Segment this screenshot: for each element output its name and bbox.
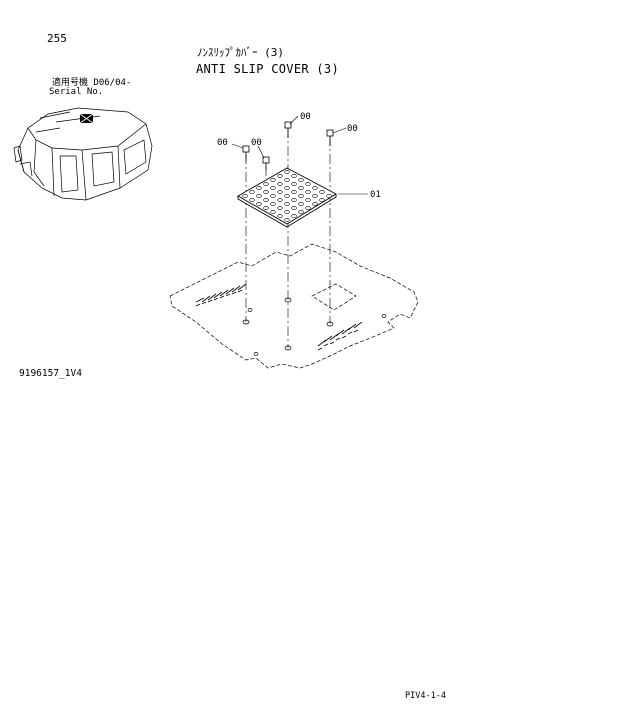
floor-plate xyxy=(169,243,419,369)
plate-hole xyxy=(319,190,325,194)
page-title: ANTI SLIP COVER (3) xyxy=(196,62,339,76)
plate-hole xyxy=(291,198,297,202)
callout-bolt-right: 00 xyxy=(347,124,358,134)
plate-hole xyxy=(298,194,304,198)
plate-hole xyxy=(298,186,304,190)
plate-hole xyxy=(284,202,290,206)
plate-hole xyxy=(291,214,297,218)
plate-hole xyxy=(284,178,290,182)
plate-hole xyxy=(256,186,262,190)
plate-hole xyxy=(319,198,325,202)
plate-hole xyxy=(305,190,311,194)
plate-hole xyxy=(270,210,276,214)
plate-hole xyxy=(291,206,297,210)
plate-hole xyxy=(326,194,332,198)
plate-hole xyxy=(256,194,262,198)
plate-hole xyxy=(312,202,318,206)
floor-slots-left xyxy=(195,283,247,307)
plate-hole xyxy=(270,186,276,190)
serial-label-japanese: 適用号機 D06/04- xyxy=(52,78,132,88)
bolt-right xyxy=(326,129,334,146)
plate-hole xyxy=(284,186,290,190)
plate-hole xyxy=(305,182,311,186)
plate-hole xyxy=(270,202,276,206)
bolt-center-left xyxy=(262,156,270,170)
floor-slots-right xyxy=(317,321,363,351)
page-reference: PIV4-1-4 xyxy=(405,691,446,701)
plate-hole xyxy=(263,182,269,186)
callout-bolt-center-left: 00 xyxy=(251,138,262,148)
plate-hole xyxy=(284,194,290,198)
bolt-top xyxy=(284,121,292,138)
plate-hole xyxy=(291,190,297,194)
plate-hole xyxy=(291,174,297,178)
plate-hole xyxy=(298,210,304,214)
title-japanese: ﾉﾝｽﾘｯﾌﾟｶﾊﾞｰ (3) xyxy=(197,46,284,59)
plate-hole xyxy=(298,202,304,206)
plate-hole xyxy=(277,206,283,210)
drawing-number: 9196157_1V4 xyxy=(19,368,82,379)
machine-thumbnail xyxy=(13,107,153,201)
plate-hole xyxy=(277,182,283,186)
plate-hole xyxy=(312,194,318,198)
callout-bolt-top: 00 xyxy=(300,112,311,122)
floor-mount-holes xyxy=(242,297,387,356)
plate-hole-pattern xyxy=(242,170,332,222)
plate-hole xyxy=(291,182,297,186)
serial-label: Serial No. xyxy=(49,87,104,97)
callout-bolt-left: 00 xyxy=(217,138,228,148)
plate-hole xyxy=(270,178,276,182)
plate-hole xyxy=(284,170,290,174)
plate-hole xyxy=(249,190,255,194)
callout-leaders xyxy=(231,115,368,195)
bolt-left xyxy=(242,145,250,162)
plate-hole xyxy=(312,186,318,190)
plate-hole xyxy=(298,178,304,182)
anti-slip-plate xyxy=(237,167,337,228)
plate-hole xyxy=(305,206,311,210)
plate-hole xyxy=(284,210,290,214)
plate-hole xyxy=(242,194,248,198)
plate-hole xyxy=(277,174,283,178)
plate-hole xyxy=(277,190,283,194)
plate-hole xyxy=(249,198,255,202)
callout-plate: 01 xyxy=(370,190,381,200)
plate-hole xyxy=(305,198,311,202)
plate-hole xyxy=(270,194,276,198)
page-number: 255 xyxy=(47,32,67,45)
plate-hole xyxy=(263,190,269,194)
assembly-center-lines xyxy=(245,128,331,348)
plate-hole xyxy=(256,202,262,206)
plate-hole xyxy=(277,214,283,218)
plate-hole xyxy=(263,198,269,202)
plate-hole xyxy=(277,198,283,202)
plate-hole xyxy=(263,206,269,210)
plate-hole xyxy=(284,218,290,222)
